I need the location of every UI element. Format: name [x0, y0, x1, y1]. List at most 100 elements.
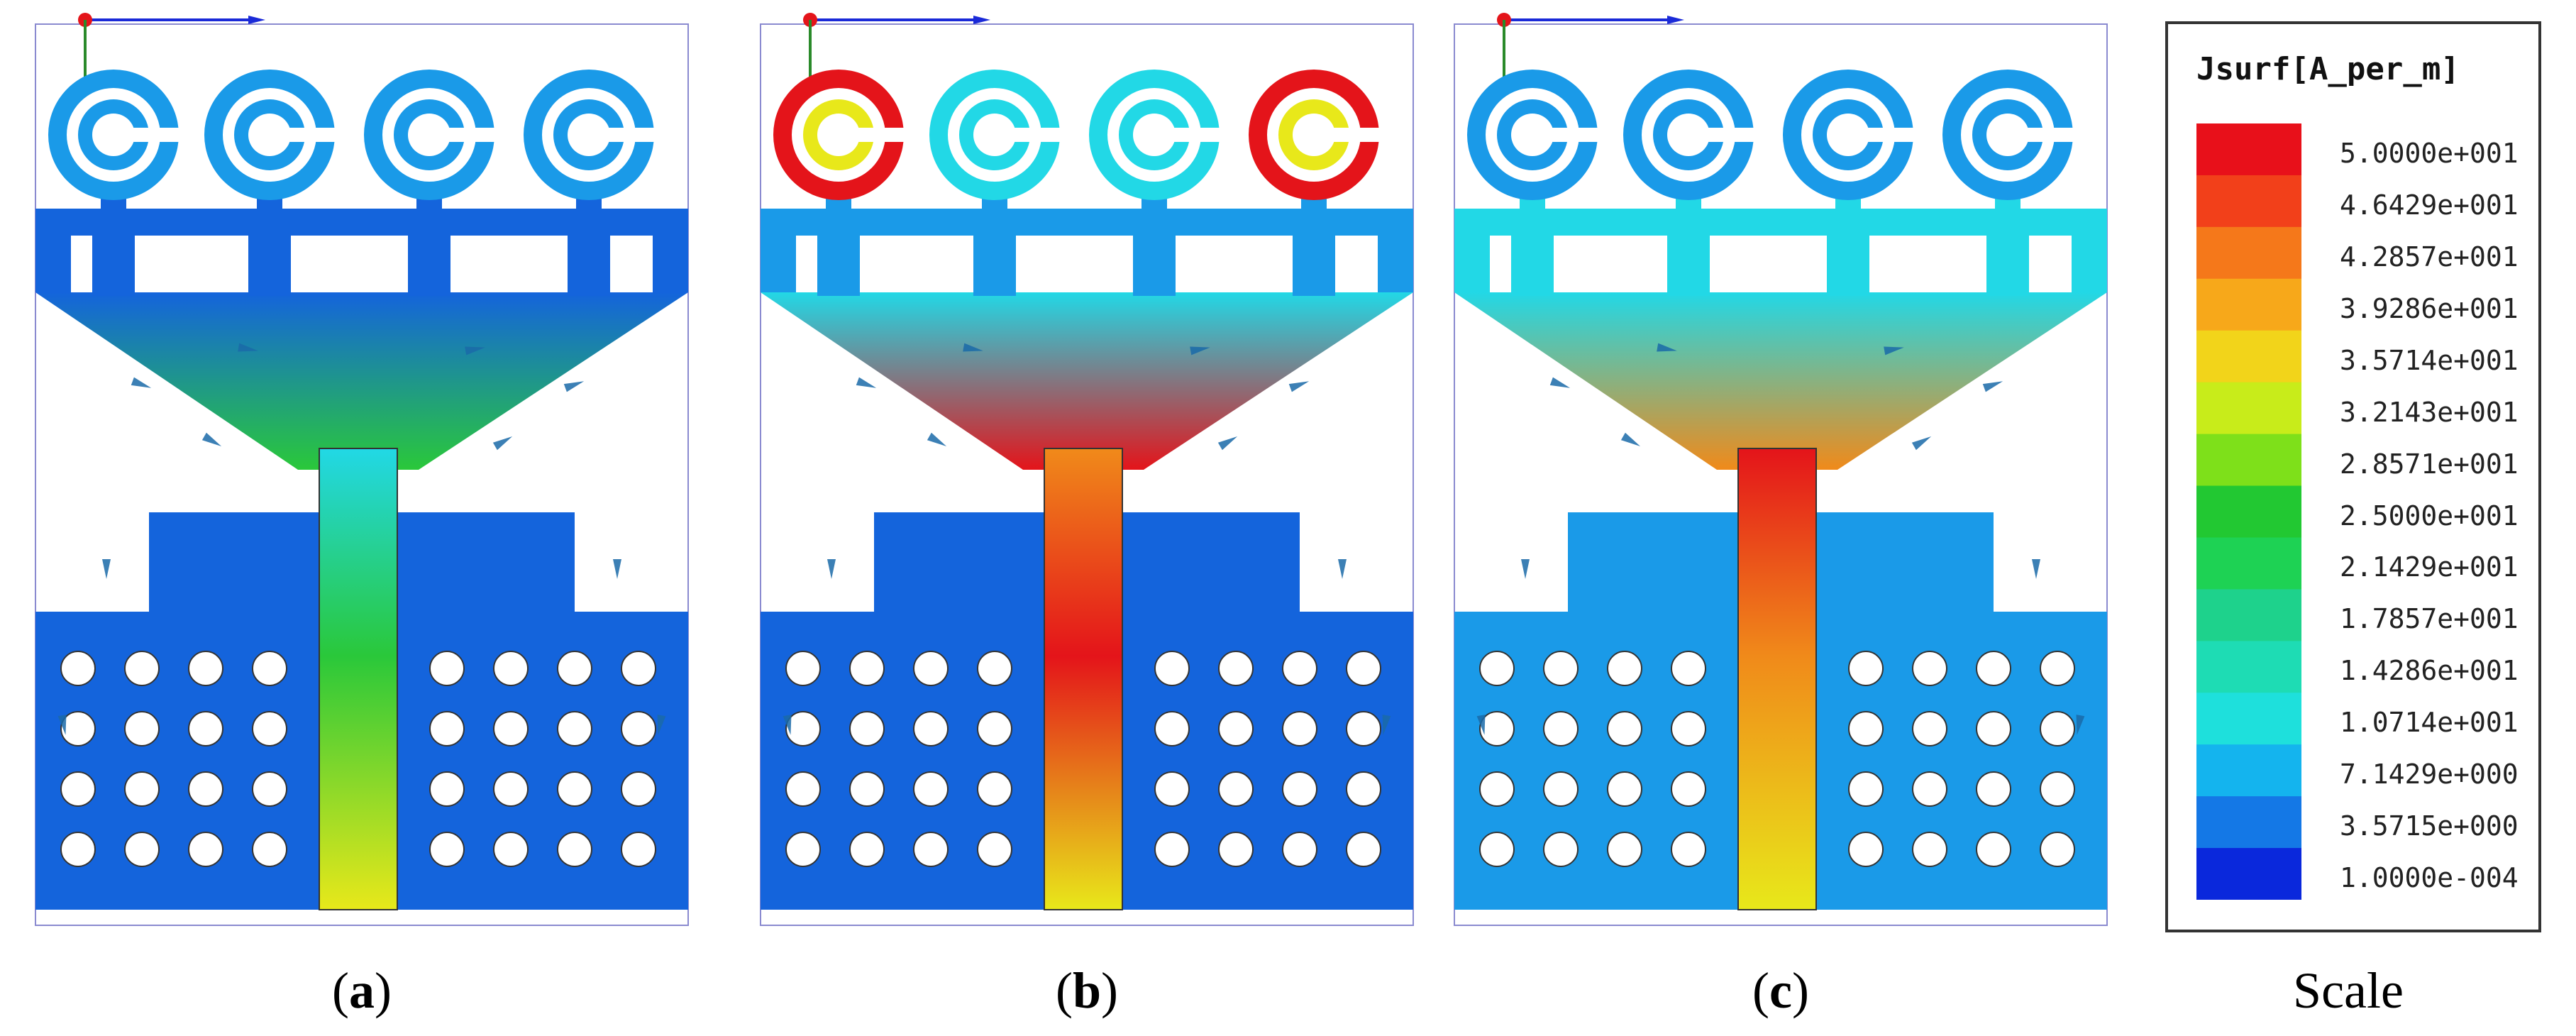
via-hole [493, 651, 529, 686]
via-hole [2040, 832, 2075, 867]
via-hole [429, 832, 465, 867]
split-ring-slot [284, 128, 346, 142]
legend-tick-label: 3.5714e+001 [2340, 344, 2519, 376]
legend-tick-label: 1.4286e+001 [2340, 655, 2519, 687]
via-hole [913, 711, 949, 746]
legend-swatch [2196, 330, 2301, 383]
via-hole [1154, 771, 1190, 807]
split-ring-slot [603, 128, 665, 142]
legend-tick-label: 3.9286e+001 [2340, 292, 2519, 324]
via-hole [1543, 771, 1579, 807]
via-hole [1976, 771, 2011, 807]
via-hole [1282, 832, 1317, 867]
legend-swatch [2196, 485, 2301, 538]
split-ring-center [248, 114, 291, 156]
via-hole [60, 711, 96, 746]
field-arrow [465, 346, 485, 356]
legend-swatch [2196, 641, 2301, 693]
via-hole [913, 651, 949, 686]
field-arrow [131, 377, 152, 388]
split-ring-center [92, 114, 135, 156]
legend-tick-label: 7.1429e+000 [2340, 759, 2519, 790]
via-hole [2040, 711, 2075, 746]
antenna-field-plot [760, 13, 1414, 926]
field-arrow [657, 715, 666, 735]
legend-swatch [2196, 175, 2301, 228]
via-hole [1479, 651, 1515, 686]
via-hole [849, 771, 885, 807]
legend-tick-label: 2.8571e+001 [2340, 448, 2519, 480]
antenna-field-plot [1454, 13, 2108, 926]
via-hole [429, 651, 465, 686]
via-hole [252, 651, 287, 686]
via-hole [1543, 711, 1579, 746]
axis-x-arrow [248, 16, 265, 24]
right-stub [2072, 236, 2107, 292]
split-ring-slot [853, 128, 914, 142]
stub-branch [1667, 236, 1710, 296]
via-hole [913, 832, 949, 867]
legend-swatch [2196, 278, 2301, 331]
caption-c: (c) [1752, 962, 1809, 1019]
via-hole [1671, 771, 1706, 807]
via-hole [252, 711, 287, 746]
split-ring-center [1667, 114, 1710, 156]
field-arrow [2032, 559, 2040, 579]
via-hole [1218, 771, 1254, 807]
legend-swatch [2196, 589, 2301, 641]
via-hole [849, 832, 885, 867]
field-arrow [963, 343, 983, 352]
field-arrow [1620, 432, 1641, 446]
split-ring-center [408, 114, 450, 156]
split-ring-slot [1168, 128, 1230, 142]
via-hole [849, 711, 885, 746]
via-hole [124, 711, 160, 746]
field-arrow [1521, 559, 1530, 579]
field-arrow [1911, 436, 1932, 451]
legend-swatch [2196, 796, 2301, 849]
field-arrow [613, 559, 621, 579]
via-hole [621, 651, 656, 686]
via-hole [1346, 711, 1381, 746]
stub-branch [1827, 236, 1869, 296]
via-hole [1848, 711, 1884, 746]
via-hole [1976, 832, 2011, 867]
via-hole [621, 832, 656, 867]
taper-section [35, 292, 688, 470]
via-hole [1282, 711, 1317, 746]
via-hole [621, 711, 656, 746]
via-hole [124, 771, 160, 807]
field-arrow [1657, 343, 1677, 352]
via-hole [429, 711, 465, 746]
split-ring-slot [128, 128, 189, 142]
stub-branch [1133, 236, 1176, 296]
power-divider-bar [1454, 209, 2107, 236]
via-hole [1479, 771, 1515, 807]
via-hole [1671, 832, 1706, 867]
field-arrow [1549, 377, 1571, 388]
panel-b-current-distribution [760, 13, 1414, 938]
via-hole [1154, 832, 1190, 867]
via-hole [785, 711, 821, 746]
via-hole [557, 711, 592, 746]
substrate-outline [1454, 23, 2108, 926]
split-ring-slot [443, 128, 505, 142]
via-hole [557, 771, 592, 807]
field-arrow [783, 715, 792, 735]
via-hole [1282, 651, 1317, 686]
via-hole [252, 771, 287, 807]
field-arrow [1382, 715, 1391, 735]
via-hole [493, 711, 529, 746]
via-hole [1543, 651, 1579, 686]
feed-strip [319, 448, 398, 910]
field-arrow [492, 436, 513, 451]
via-hole [1543, 832, 1579, 867]
via-hole [124, 651, 160, 686]
split-ring-slot [1862, 128, 1924, 142]
split-ring-center [568, 114, 610, 156]
axis-x-arrow [973, 16, 990, 24]
taper-section [1454, 292, 2107, 470]
legend-tick-label: 3.2143e+001 [2340, 396, 2519, 428]
power-divider-bar [761, 209, 1413, 236]
via-hole [1912, 651, 1947, 686]
